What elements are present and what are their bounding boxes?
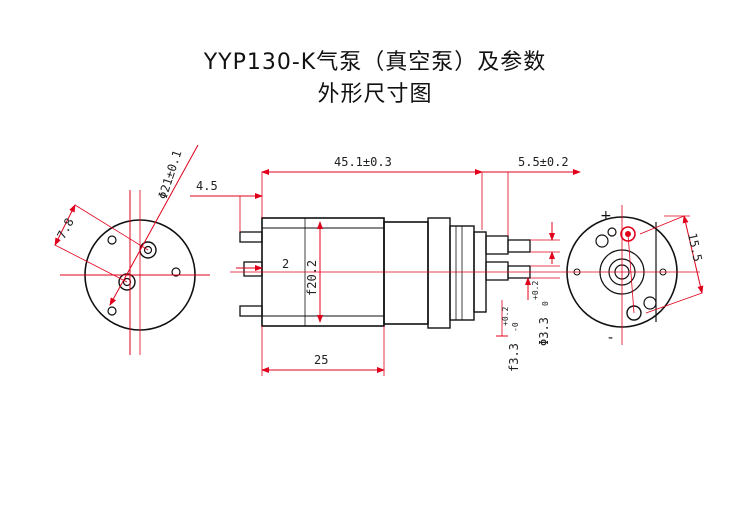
pump-cap xyxy=(427,217,451,329)
terminal-top xyxy=(239,231,263,243)
negative-sign: - xyxy=(608,330,613,346)
outlet-inner-tol-lower: -0 xyxy=(511,322,520,332)
side-view: 45.1±0.3 5.5±0.2 4.5 2 f20.2 25 Φ3.3 +0. xyxy=(190,155,581,376)
length-label: 45.1±0.3 xyxy=(334,155,392,169)
outlet-outer-diameter-label: Φ3.3 xyxy=(537,317,551,346)
pump-body xyxy=(383,221,429,325)
end-diameter-label: Φ21±0.1 xyxy=(156,148,185,200)
terminal-middle xyxy=(243,261,263,277)
body-diameter-label: f20.2 xyxy=(305,260,319,296)
outlet-outer-tol-upper: +0.2 xyxy=(531,281,540,300)
drawing-subtitle: 外形尺寸图 xyxy=(317,82,433,107)
screw-hole-top xyxy=(107,235,117,245)
terminal-bottom xyxy=(239,305,263,317)
head-width-label: 15.5 xyxy=(685,232,705,263)
motor-length-label: 25 xyxy=(314,353,328,367)
positive-sign: + xyxy=(600,208,612,224)
drawing-title: YYP130-K气泵（真空泵）及参数 xyxy=(203,50,547,75)
terminal-width-label: 2 xyxy=(282,257,289,271)
inlet-nozzle xyxy=(485,235,509,255)
outlet-inner-diameter-label: f3.3 xyxy=(507,343,521,372)
outlet-outer-tol-lower: 0 xyxy=(541,301,550,306)
screw-hole-bottom xyxy=(107,306,117,316)
terminal-offset-label: 4.5 xyxy=(196,179,218,193)
hole-offset-label: 7.8 xyxy=(54,216,77,242)
outlet-nozzle xyxy=(485,261,509,281)
right-end-view: + - 15.5 xyxy=(560,205,705,346)
outlet-inner-tol-upper: +0.2 xyxy=(501,307,510,326)
screw-hole-right xyxy=(171,267,181,277)
nozzle-length-label: 5.5±0.2 xyxy=(518,155,569,169)
positive-terminal xyxy=(620,226,636,242)
negative-terminal xyxy=(626,305,642,321)
left-end-view: Φ21±0.1 7.8 xyxy=(54,144,210,355)
